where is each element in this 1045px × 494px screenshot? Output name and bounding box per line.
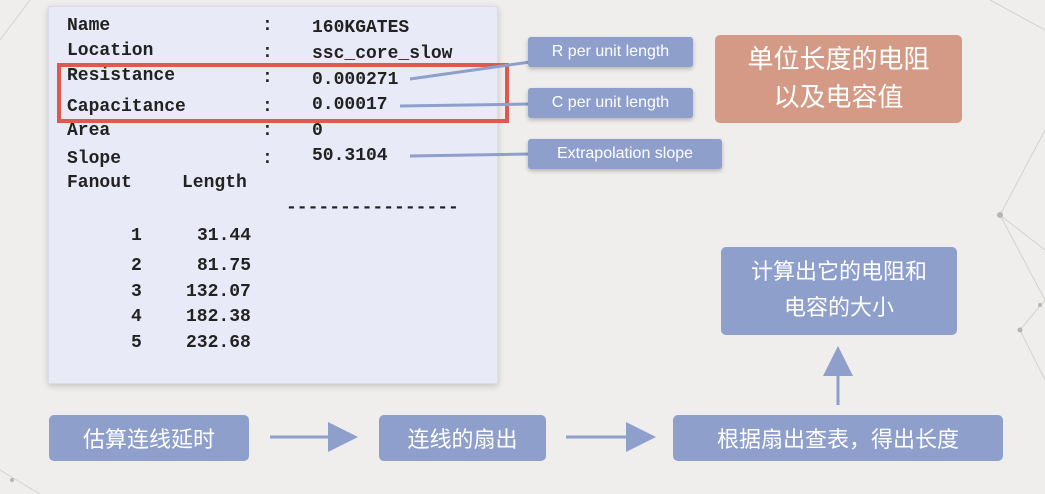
c-per-unit-callout: C per unit length [528, 88, 693, 118]
table-divider: ---------------- [286, 198, 459, 218]
area-label: Area [67, 121, 111, 141]
flow-step-fanout: 连线的扇出 [379, 415, 546, 461]
flow-step-lookup-length: 根据扇出查表，得出长度 [673, 415, 1003, 461]
location-label: Location [67, 41, 154, 61]
length-header: Length [182, 173, 247, 193]
capacitance-value: 0.00017 [312, 95, 388, 115]
length-cell: 81.75 [197, 256, 252, 276]
rc-value-note: 单位长度的电阻 以及电容值 [715, 35, 962, 123]
fanout-cell: 2 [131, 256, 142, 276]
location-colon: : [262, 43, 273, 63]
area-colon: : [262, 121, 273, 141]
length-cell: 232.68 [186, 333, 251, 353]
length-cell: 182.38 [186, 307, 251, 327]
fanout-cell: 4 [131, 307, 142, 327]
rc-highlight-box [57, 63, 509, 123]
name-label: Name [67, 16, 111, 36]
rc-note-line1: 单位长度的电阻 [747, 45, 930, 75]
name-value: 160KGATES [312, 18, 410, 38]
fanout-cell: 5 [131, 333, 142, 353]
rc-note-line2: 以及电容值 [773, 83, 904, 113]
slope-colon: : [262, 149, 273, 169]
r-per-unit-callout: R per unit length [528, 37, 693, 67]
resistance-colon: : [262, 68, 273, 88]
compute-note-line2: 电容的大小 [783, 296, 894, 321]
area-value: 0 [312, 121, 323, 141]
extrapolation-slope-callout: Extrapolation slope [528, 139, 722, 169]
location-value: ssc_core_slow [312, 44, 453, 64]
resistance-value: 0.000271 [312, 70, 399, 90]
resistance-label: Resistance [67, 66, 176, 86]
length-cell: 132.07 [186, 282, 251, 302]
length-cell: 31.44 [197, 226, 252, 246]
compute-note-line1: 计算出它的电阻和 [750, 260, 927, 285]
slope-value: 50.3104 [312, 146, 388, 166]
flow-step-estimate-delay: 估算连线延时 [49, 415, 249, 461]
fanout-cell: 1 [131, 226, 142, 246]
name-colon: : [262, 16, 273, 36]
compute-rc-note: 计算出它的电阻和 电容的大小 [721, 247, 957, 335]
fanout-cell: 3 [131, 282, 142, 302]
slope-label: Slope [67, 149, 122, 169]
capacitance-label: Capacitance [67, 97, 186, 117]
capacitance-colon: : [262, 97, 273, 117]
fanout-header: Fanout [67, 173, 132, 193]
